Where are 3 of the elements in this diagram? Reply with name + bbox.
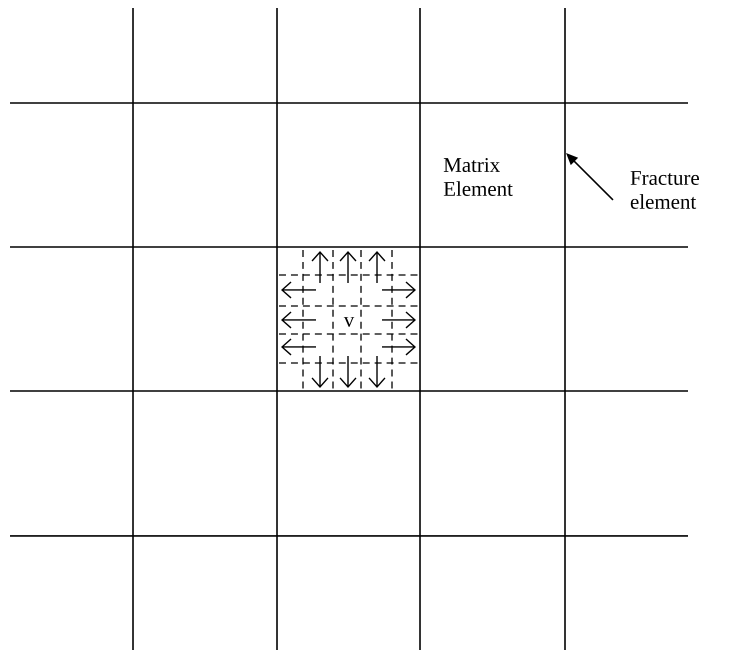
label: Matrix Element [444, 158, 513, 196]
label: v [342, 316, 356, 328]
text-label: Fracture element [630, 171, 699, 209]
